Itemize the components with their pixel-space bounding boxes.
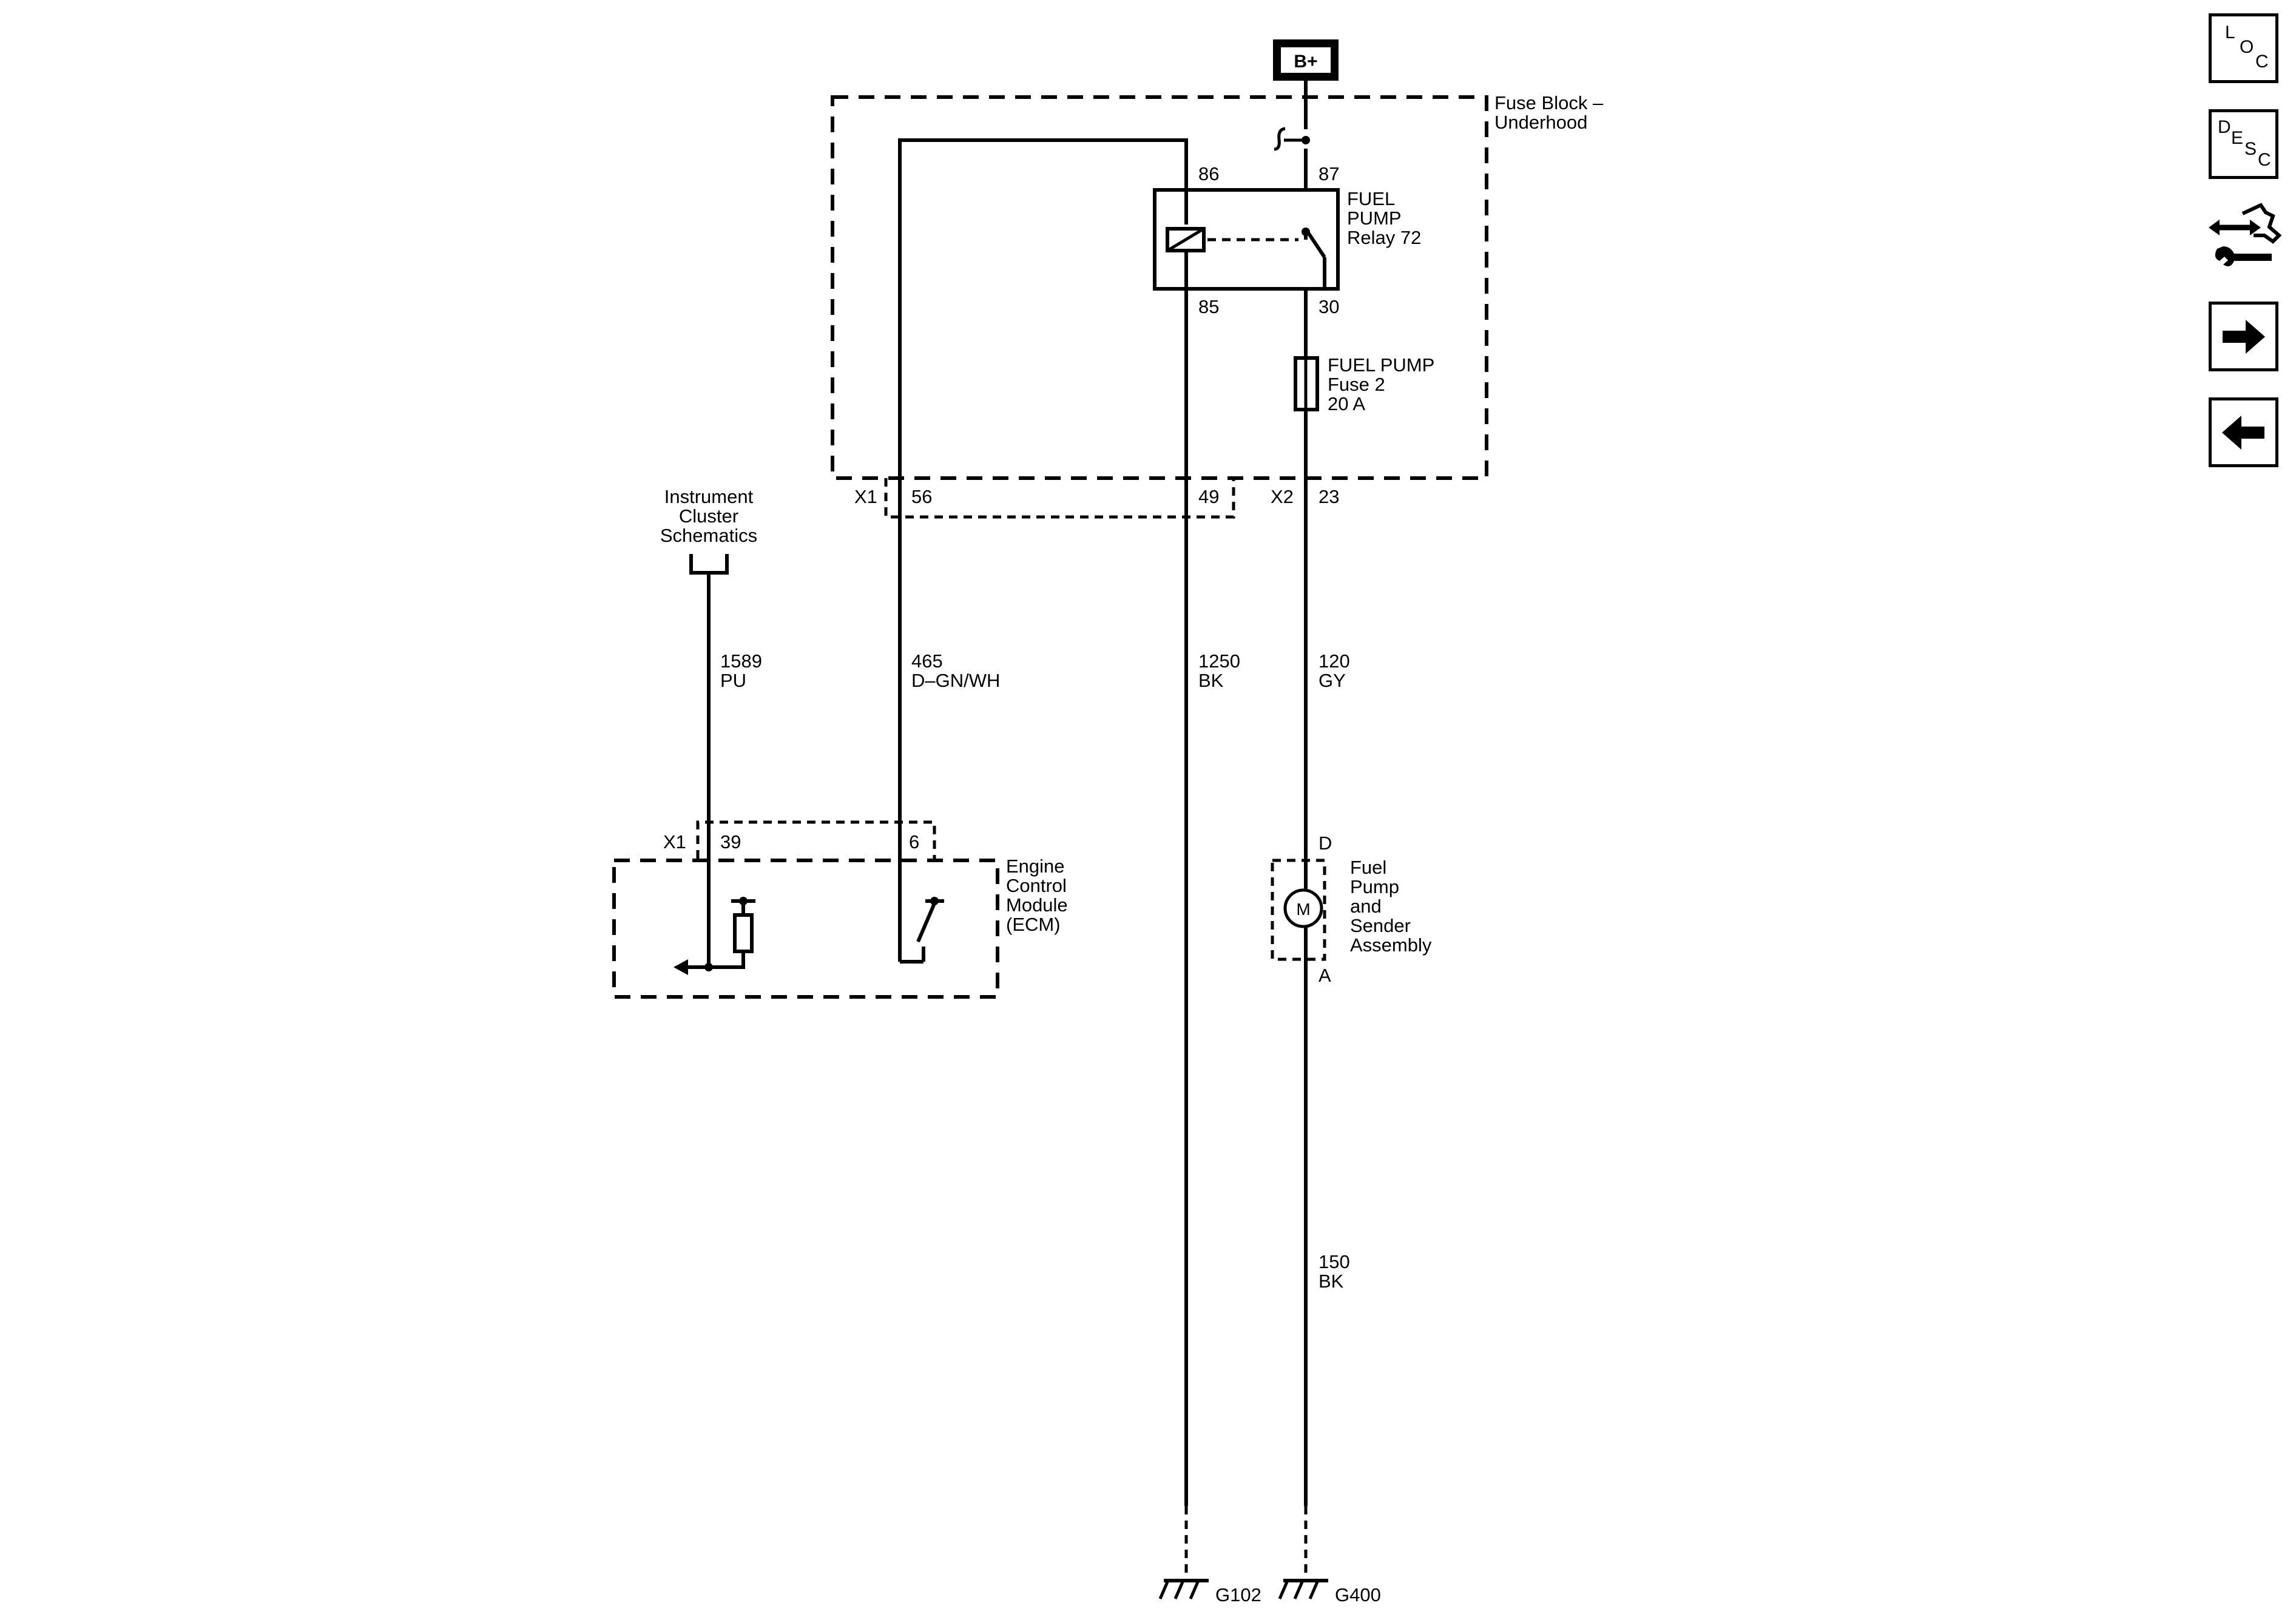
ground-g102: G102 — [1158, 1506, 1261, 1605]
fuse-block-underhood: Fuse Block – Underhood — [831, 92, 1604, 480]
desc-letter-s: S — [2244, 139, 2257, 159]
relay-pin-85: 85 — [1198, 296, 1219, 317]
fuse-block-x2-connector: X2 23 — [1271, 486, 1339, 507]
fuel-pump-name-line4: Sender — [1350, 915, 1411, 936]
wire-1589-color: PU — [720, 670, 746, 691]
ecm-name-line1: Engine — [1006, 856, 1065, 877]
ecm-x1-pin-39: 39 — [720, 831, 741, 852]
loc-letter-o: O — [2240, 37, 2254, 57]
ground-g400: G400 — [1278, 1506, 1381, 1605]
wire-465 — [898, 138, 1188, 962]
arrow-left-icon — [2222, 416, 2264, 450]
engine-control-module: Engine Control Module (ECM) — [612, 856, 1068, 999]
ecm-name-line4: (ECM) — [1006, 914, 1061, 935]
instrument-cluster-line2: Cluster — [679, 505, 738, 527]
wire-1250-color: BK — [1198, 670, 1224, 691]
relay-pin-86: 86 — [1198, 163, 1219, 184]
description-button[interactable]: D E S C — [2209, 109, 2278, 179]
relay-pin-87: 87 — [1319, 163, 1339, 184]
fuel-pump-fuse: FUEL PUMP Fuse 2 20 A — [1294, 354, 1434, 414]
ecm-x1-pin-6: 6 — [909, 831, 919, 852]
relay-pin-30: 30 — [1319, 296, 1339, 317]
b-plus-label: B+ — [1294, 52, 1317, 72]
fuel-pump-name-line5: Assembly — [1350, 934, 1432, 956]
fuse-block-x2-pin-23: 23 — [1319, 486, 1339, 507]
instrument-cluster-line1: Instrument — [664, 486, 754, 507]
fuel-pump-sender-assembly: M D A Fuel Pump and Sender Assembly — [1271, 832, 1432, 986]
ecm-x1-connector: X1 39 6 — [663, 820, 936, 859]
fuse-block-x1-connector: X1 56 49 — [854, 478, 1235, 519]
fuse-name-line1: FUEL PUMP — [1328, 354, 1434, 376]
ecm-name-line3: Module — [1006, 894, 1068, 916]
fuse-block-x1-pin-56: 56 — [911, 486, 932, 507]
fuel-pump-motor-symbol: M — [1296, 900, 1310, 919]
desc-letter-e: E — [2231, 128, 2244, 148]
next-page-button[interactable] — [2209, 302, 2278, 371]
connector-info-button[interactable] — [2206, 200, 2282, 270]
arrow-right-icon — [2223, 320, 2265, 354]
wire-1250-circuit: 1250 — [1198, 650, 1240, 672]
ground-g102-label: G102 — [1215, 1584, 1261, 1605]
fuse-block-x1-pin-49: 49 — [1198, 486, 1219, 507]
instrument-cluster-line3: Schematics — [660, 525, 757, 546]
relay-name-line2: PUMP — [1347, 208, 1402, 229]
relay-name-line3: Relay 72 — [1347, 227, 1421, 248]
fuse-name-line2: Fuse 2 — [1328, 374, 1385, 395]
fuel-pump-name-line2: Pump — [1350, 876, 1399, 897]
fuel-pump-name-line3: and — [1350, 896, 1382, 917]
wire-120-color: GY — [1319, 670, 1346, 691]
instrument-cluster-reference: Instrument Cluster Schematics — [660, 486, 757, 575]
fuse-block-title: Fuse Block – — [1494, 92, 1604, 113]
wire-120-circuit: 120 — [1319, 650, 1350, 672]
location-button[interactable]: L O C — [2209, 13, 2278, 83]
fuel-pump-pin-a: A — [1319, 965, 1331, 986]
desc-letter-c: C — [2258, 150, 2271, 170]
ground-g400-label: G400 — [1335, 1584, 1381, 1605]
ecm-x1-label: X1 — [663, 831, 686, 852]
relay-name-line1: FUEL — [1347, 188, 1395, 209]
wire-150-color: BK — [1319, 1271, 1344, 1292]
loc-letter-c: C — [2255, 52, 2269, 72]
connector-wrench-icon — [2209, 203, 2282, 266]
wire-465-color: D–GN/WH — [911, 670, 1000, 691]
fuel-pump-name-line1: Fuel — [1350, 857, 1386, 878]
loc-letter-l: L — [2225, 22, 2235, 42]
wire-465-circuit: 465 — [911, 650, 943, 672]
fuse-block-title-2: Underhood — [1494, 112, 1587, 133]
b-plus-source: B+ — [1273, 39, 1339, 81]
previous-page-button[interactable] — [2209, 397, 2278, 467]
wire-150-circuit: 150 — [1319, 1251, 1350, 1272]
desc-letter-d: D — [2218, 117, 2231, 137]
fuel-pump-relay: 86 87 85 30 FUEL PUMP Relay 72 — [1153, 163, 1421, 317]
ecm-name-line2: Control — [1006, 875, 1067, 896]
fuel-pump-pin-d: D — [1319, 832, 1332, 854]
wire-1589-circuit: 1589 — [720, 650, 762, 672]
fuse-rating: 20 A — [1328, 393, 1365, 414]
fuse-block-x2-label: X2 — [1271, 486, 1294, 507]
fuse-block-x1-label: X1 — [854, 486, 877, 507]
